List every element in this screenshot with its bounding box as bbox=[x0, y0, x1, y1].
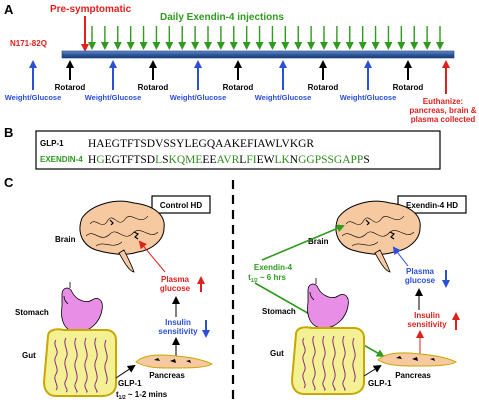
presymptomatic-label: Pre-symptomatic bbox=[50, 4, 132, 15]
exendin4-residue-run: EGTFTSD bbox=[105, 154, 155, 166]
control-hd-title: Control HD bbox=[160, 201, 202, 210]
glp1-label-left: GLP-1 bbox=[118, 379, 142, 388]
t-half-prefix-left: t bbox=[116, 390, 119, 399]
panel-a-letter: A bbox=[4, 2, 14, 17]
insulin-label-left: Insulin bbox=[165, 318, 191, 327]
sensitivity-label-left: sensitivity bbox=[158, 327, 198, 336]
pancreas-illustration-left bbox=[135, 354, 213, 369]
gut-label-left: Gut bbox=[22, 351, 36, 360]
euthanize-line-2: pancreas, brain & bbox=[409, 106, 476, 115]
weight-glucose-label-5: Weight/Glucose bbox=[340, 93, 397, 102]
glp1-seq-label: GLP-1 bbox=[40, 139, 64, 148]
brain-label-left: Brain bbox=[55, 235, 76, 244]
weight-glucose-label-1: Weight/Glucose bbox=[5, 93, 62, 102]
insulin-label-right: Insulin bbox=[414, 311, 440, 320]
exendin4-residue-run: S bbox=[363, 154, 369, 166]
gut-label-right: Gut bbox=[270, 349, 284, 358]
exendin4-residue-run: S bbox=[162, 154, 168, 166]
exendin4-residue-run: EE bbox=[202, 154, 216, 166]
glucose-label-right: glucose bbox=[405, 276, 436, 285]
exendin4-sequence: HGEGTFTSDLSKQMEEEAVRLFIEWLKNGGPSSGAPPS bbox=[88, 154, 370, 166]
injection-arrows bbox=[88, 26, 444, 50]
pancreas-illustration-right bbox=[377, 352, 457, 367]
brain-illustration-left bbox=[79, 200, 165, 273]
rotarod-label-4: Rotarod bbox=[308, 83, 339, 92]
control-half-life-value: ~ 1-2 mins bbox=[126, 390, 168, 399]
exendin4-residue-run: L bbox=[239, 154, 246, 166]
mouse-line-label: N171-82Q bbox=[10, 39, 47, 48]
timeline-bar bbox=[61, 50, 455, 59]
exendin4-residue-run: G bbox=[96, 154, 104, 166]
panel-c-letter: C bbox=[4, 175, 14, 190]
rotarod-label-3: Rotarod bbox=[223, 83, 254, 92]
plasma-label-right: Plasma bbox=[406, 267, 435, 276]
exendin4-residue-run: N bbox=[290, 154, 299, 166]
gut-illustration-left bbox=[42, 328, 117, 397]
rotarod-label-1: Rotarod bbox=[55, 83, 86, 92]
exendin4-seq-label: EXENDIN-4 bbox=[40, 155, 83, 164]
exendin4-residue-run: EW bbox=[257, 154, 275, 166]
exendin4-residue-run: L bbox=[155, 154, 162, 166]
brain-label-right: Brain bbox=[308, 237, 329, 246]
t-half-sub-right: 1/2 bbox=[251, 278, 258, 284]
weight-glucose-label-2: Weight/Glucose bbox=[85, 93, 142, 102]
exendin4-residue-run: KQME bbox=[169, 154, 203, 166]
plasma-to-brain-arrow-right bbox=[392, 246, 409, 267]
panel-b-letter: B bbox=[4, 125, 13, 140]
glp1-label-right: GLP-1 bbox=[368, 379, 392, 388]
rotarod-arrows bbox=[66, 60, 412, 80]
pancreas-label-right: Pancreas bbox=[395, 371, 431, 380]
half-life-label-right: t1/2 ~ 6 hrs bbox=[248, 273, 286, 284]
sequence-box bbox=[35, 130, 441, 170]
exendin4-residue-run: AVR bbox=[216, 154, 239, 166]
gut-to-pancreas-arrow-left bbox=[115, 364, 136, 379]
stomach-label-right: Stomach bbox=[262, 307, 296, 316]
exendin-half-life-value: ~ 6 hrs bbox=[258, 273, 287, 282]
half-life-label-left: t1/2 ~ 1-2 mins bbox=[116, 390, 168, 401]
stomach-illustration-left bbox=[61, 282, 103, 333]
plasma-label-left: Plasma bbox=[161, 275, 190, 284]
stomach-label-left: Stomach bbox=[15, 308, 49, 317]
rotarod-label-2: Rotarod bbox=[138, 83, 169, 92]
t-half-sub-left: 1/2 bbox=[119, 395, 126, 401]
rotarod-label-5: Rotarod bbox=[393, 83, 424, 92]
euthanize-line-1: Euthanize: bbox=[423, 97, 463, 106]
gut-to-pancreas-arrow-right bbox=[363, 364, 382, 377]
weight-glucose-label-3: Weight/Glucose bbox=[170, 93, 227, 102]
brain-illustration-right bbox=[335, 200, 421, 273]
t-half-prefix-right: t bbox=[248, 273, 251, 282]
gut-illustration-right bbox=[290, 326, 365, 395]
weight-glucose-label-4: Weight/Glucose bbox=[255, 93, 312, 102]
exendin4-residue-run: GGPSSGAPP bbox=[298, 154, 363, 166]
stomach-illustration-right bbox=[307, 278, 349, 329]
exendin-hd-title: Exendin-4 HD bbox=[406, 201, 458, 210]
euthanize-line-3: plasma collected bbox=[411, 115, 476, 124]
exendin4-residue-run: LK bbox=[274, 154, 290, 166]
glucose-label-left: glucose bbox=[160, 284, 191, 293]
plasma-to-brain-arrow-left bbox=[138, 240, 166, 273]
exendin4-label: Exendin-4 bbox=[254, 263, 293, 272]
daily-injections-label: Daily Exendin-4 injections bbox=[160, 12, 284, 23]
exendin4-residue-run: H bbox=[88, 154, 96, 166]
control-hd-box bbox=[151, 195, 211, 214]
exendin-to-brain-arrow bbox=[261, 224, 345, 261]
glp1-sequence: HAEGTFTSDVSSYLEGQAAKEFIAWLVKGR bbox=[88, 138, 314, 150]
sensitivity-label-right: sensitivity bbox=[407, 320, 447, 329]
exendin4-residue-run: FI bbox=[246, 154, 256, 166]
pancreas-label-left: Pancreas bbox=[149, 371, 185, 380]
weight-glucose-arrows bbox=[29, 60, 372, 90]
